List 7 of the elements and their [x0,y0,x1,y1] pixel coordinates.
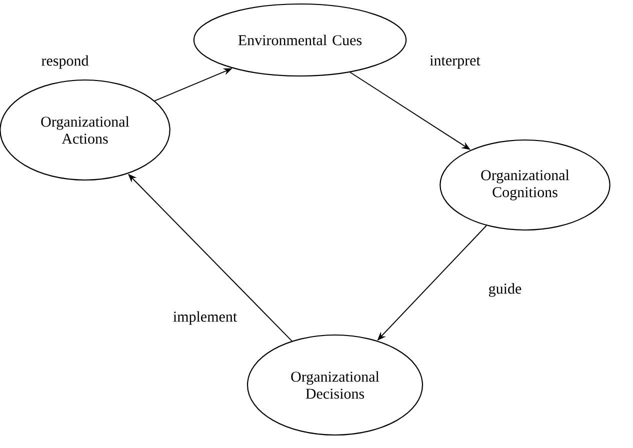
edge-label: implement [172,310,238,326]
edge-label: interpret [428,54,482,70]
ellipse-node: Environmental Cues [193,3,407,77]
ellipse-node: Organizational Cognitions [440,139,610,231]
edge-label: guide [487,282,523,298]
ellipse-node: Organizational Decisions [246,334,424,436]
edge-label: respond [40,54,90,70]
